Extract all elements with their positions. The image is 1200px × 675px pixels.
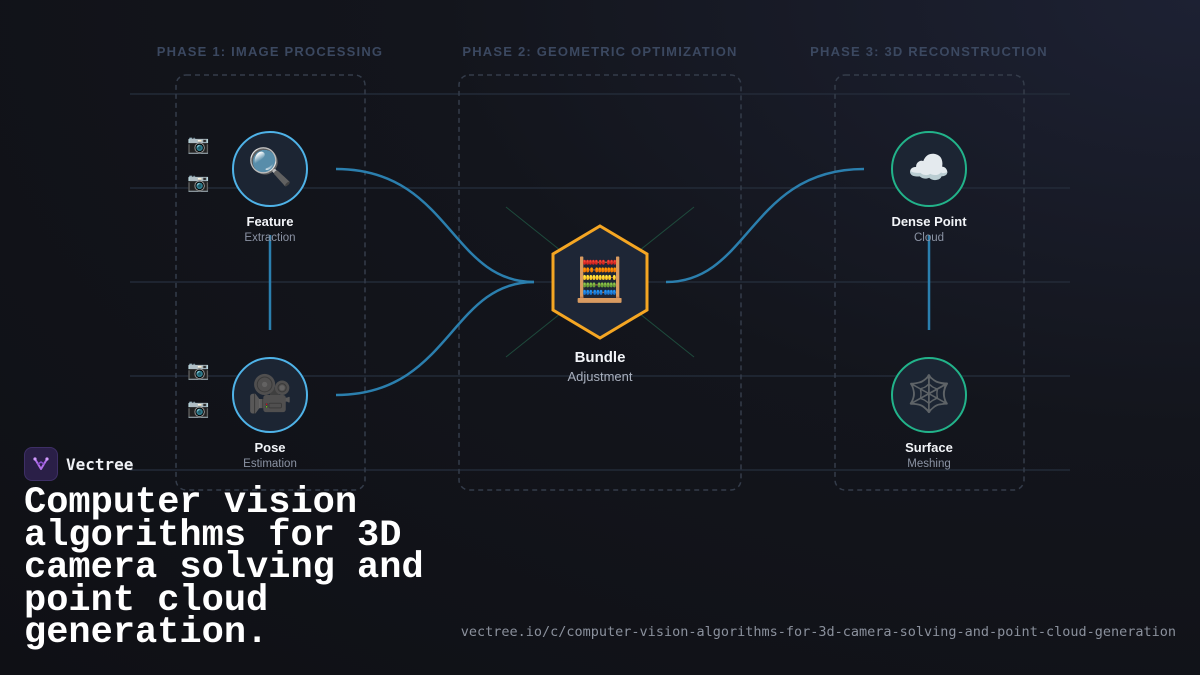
dense-node-subtitle: Cloud: [913, 232, 945, 244]
brand-name: Vectree: [66, 454, 134, 474]
phase-2-box: [458, 74, 742, 491]
pose-node-subtitle: Estimation: [243, 458, 297, 470]
magnifier-icon: 🔍: [247, 146, 293, 187]
surface-node-title: Surface: [905, 440, 953, 455]
video-camera-icon: 🎥: [247, 373, 293, 414]
pose-node-title: Pose: [254, 440, 286, 455]
feature-node-circle: [232, 131, 308, 207]
phase-3-label: PHASE 3: 3D RECONSTRUCTION: [810, 44, 1048, 59]
surface-node-circle: [891, 357, 967, 433]
abacus-icon: 🧮: [573, 256, 627, 303]
page-url[interactable]: vectree.io/c/computer-vision-algorithms-…: [460, 624, 1176, 640]
camera-icon: 📷: [187, 360, 210, 380]
feature-node-title: Feature: [246, 214, 294, 229]
bundle-hub-hexagon: [551, 224, 649, 340]
connector-bundle-to-dense: [665, 167, 865, 284]
phase-1-label: PHASE 1: IMAGE PROCESSING: [156, 44, 384, 59]
camera-icon: 📷: [187, 172, 210, 192]
connector-pose-to-bundle: [335, 280, 535, 397]
connectors: [268, 167, 931, 397]
connector-feature-to-bundle: [335, 167, 535, 284]
camera-icon: 📷: [187, 134, 210, 154]
camera-icon: 📷: [187, 398, 210, 418]
phase-2-label: PHASE 2: GEOMETRIC OPTIMIZATION: [462, 44, 738, 59]
bundle-node-subtitle: Adjustment: [567, 369, 633, 384]
brand[interactable]: Vectree: [24, 447, 133, 481]
dense-node-circle: [891, 131, 967, 207]
bundle-node-title: Bundle: [574, 349, 626, 366]
dense-node-title: Dense Point: [891, 214, 967, 229]
spider-web-icon: 🕸️: [906, 373, 952, 414]
surface-node-subtitle: Meshing: [907, 458, 951, 470]
background-grid: [130, 0, 1070, 600]
feature-node-subtitle: Extraction: [244, 232, 296, 244]
cloud-icon: ☁️: [907, 149, 951, 187]
phase-1-box: [175, 74, 366, 491]
phase-3-box: [834, 74, 1025, 491]
headline: Computer vision algorithms for 3D camera…: [24, 482, 424, 654]
pose-node-circle: [232, 357, 308, 433]
vectree-logo-icon: [24, 447, 58, 481]
